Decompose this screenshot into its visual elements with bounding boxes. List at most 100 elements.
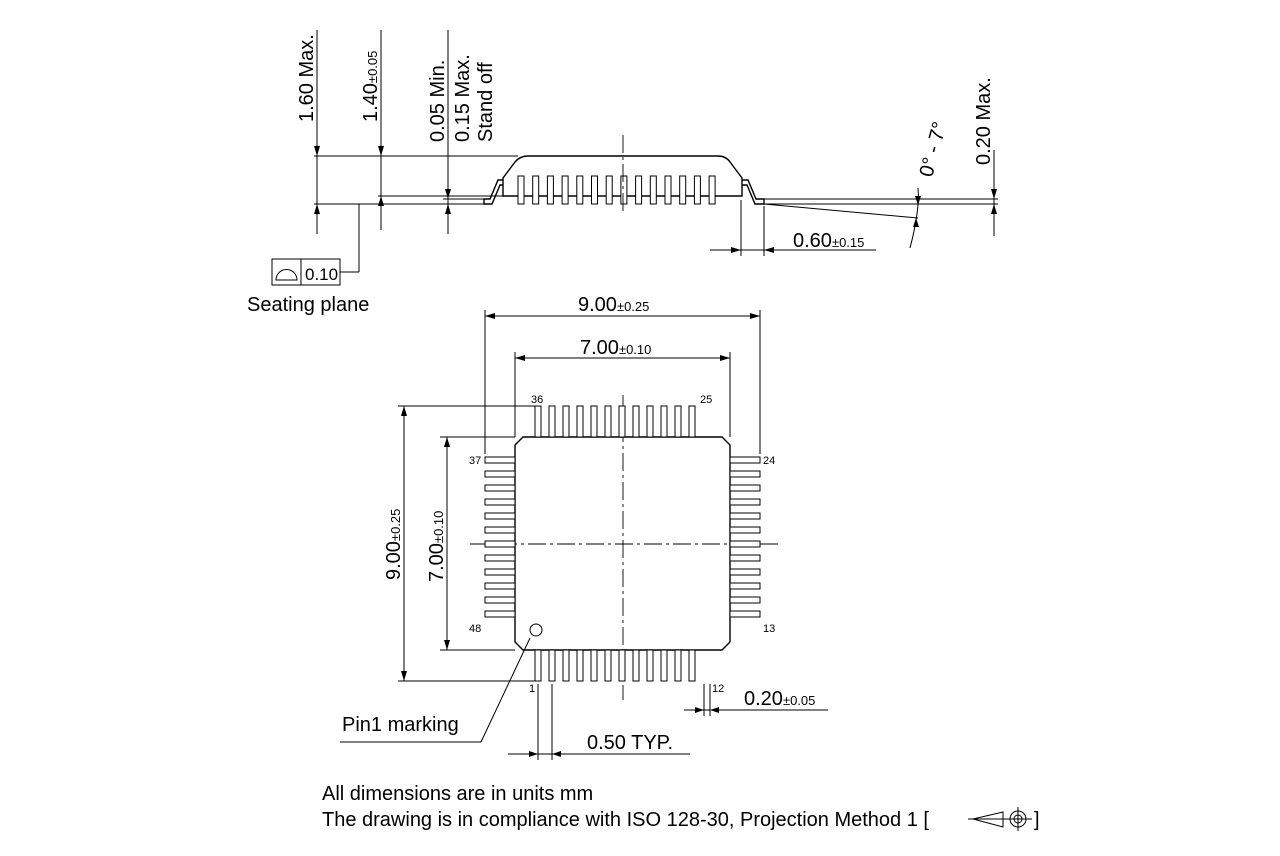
top-view: 36 25 37 24 48 13 1 12 9.00±0.25 7.00±0.… (340, 294, 828, 760)
flatness-frame (271, 258, 341, 286)
pin-bottom (576, 649, 584, 682)
compliance-note-end: ] (1034, 809, 1040, 831)
side-lead (620, 175, 628, 205)
side-lead (649, 175, 657, 205)
pin-bottom (674, 649, 682, 682)
pin-top (618, 405, 626, 438)
units-note: All dimensions are in units mm (322, 783, 593, 805)
lead-right (742, 179, 765, 205)
compliance-note: The drawing is in compliance with ISO 12… (322, 809, 929, 831)
pin-left (484, 568, 516, 576)
pin-right (729, 582, 761, 590)
side-lead (591, 175, 598, 205)
dim-1-60-max: 1.60 Max. (296, 34, 318, 122)
pin-top (660, 405, 668, 438)
dim-width-9-00: 9.00±0.25 (578, 294, 649, 316)
dim-1-40: 1.40±0.05 (360, 51, 382, 122)
dim-0-20-max: 0.20 Max. (973, 77, 995, 165)
notes: All dimensions are in units mm The drawi… (322, 783, 1040, 831)
pin-left (484, 540, 516, 548)
side-lead (708, 175, 716, 205)
side-lead (546, 175, 554, 205)
pin-number-24: 24 (763, 455, 775, 467)
pin-right (729, 470, 761, 478)
pin-right (729, 456, 761, 464)
side-lead (517, 175, 525, 205)
pin-bottom (590, 649, 598, 682)
pin-top (674, 405, 682, 438)
pin-right (729, 484, 761, 492)
pin-bottom (646, 649, 654, 682)
pin-number-25: 25 (700, 394, 712, 406)
pin-bottom (548, 649, 556, 682)
pin-bottom (534, 649, 542, 682)
dim-0-60: 0.60±0.15 (793, 230, 864, 252)
pin-right (729, 540, 761, 548)
pin-right (729, 610, 761, 618)
dim-width-7-00: 7.00±0.10 (580, 337, 651, 359)
pin-number-37: 37 (469, 455, 481, 467)
pin-top (604, 405, 612, 438)
package-body-side (502, 155, 743, 197)
pin-top (534, 405, 542, 438)
pin-top (576, 405, 584, 438)
stand-off-label: Stand off (475, 62, 497, 142)
pin-bottom (688, 649, 696, 682)
angle-label: 0° - 7° (916, 119, 952, 179)
flatness-value: 0.10 (305, 265, 338, 284)
side-lead (605, 175, 613, 205)
pin-left (484, 582, 516, 590)
pin-left (484, 498, 516, 506)
package-body-top (514, 436, 731, 651)
lead-left (483, 179, 503, 205)
side-lead (664, 175, 672, 205)
pin-left (484, 526, 516, 534)
pins (484, 405, 761, 682)
pin-top (562, 405, 570, 438)
pin-bottom (632, 649, 640, 682)
pin-number-1: 1 (529, 683, 535, 695)
dim-lead-width: 0.20±0.05 (744, 688, 815, 710)
dim-height-9-00: 9.00±0.25 (383, 509, 405, 580)
dim-0-15-max: 0.15 Max. (452, 54, 474, 142)
seating-plane-label: Seating plane (247, 294, 369, 316)
pin-bottom (660, 649, 668, 682)
side-lead (679, 175, 687, 205)
pin-left (484, 456, 516, 464)
pin-left (484, 596, 516, 604)
side-lead-teeth (517, 175, 716, 205)
side-lead (561, 175, 569, 205)
pin-left (484, 470, 516, 478)
pin-number-48: 48 (469, 623, 481, 635)
projection-method-icon (968, 807, 1032, 831)
pin-number-36: 36 (531, 394, 543, 406)
dim-height-7-00: 7.00±0.10 (426, 511, 448, 582)
pin-top (688, 405, 696, 438)
pin-top (632, 405, 640, 438)
pin-left (484, 484, 516, 492)
pin-top (548, 405, 556, 438)
flatness-symbol-icon (275, 269, 298, 281)
pin1-marking-label: Pin1 marking (342, 714, 459, 736)
pin-top (590, 405, 598, 438)
pin1-marker (529, 623, 543, 637)
pin-right (729, 498, 761, 506)
pin-bottom (604, 649, 612, 682)
pin-top (646, 405, 654, 438)
pin-bottom (562, 649, 570, 682)
pin-right (729, 554, 761, 562)
dim-0-05-min: 0.05 Min. (427, 60, 449, 142)
side-view: 1.60 Max. 1.40±0.05 0.05 Min. 0.15 Max. … (247, 30, 998, 316)
pin-right (729, 568, 761, 576)
pin-left (484, 512, 516, 520)
pin-left (484, 554, 516, 562)
side-lead (576, 175, 584, 205)
pin-right (729, 596, 761, 604)
side-lead (693, 175, 701, 205)
pin-right (729, 512, 761, 520)
pin-number-12: 12 (712, 683, 724, 695)
pin-number-13: 13 (763, 623, 775, 635)
pin-left (484, 610, 516, 618)
pin-right (729, 526, 761, 534)
